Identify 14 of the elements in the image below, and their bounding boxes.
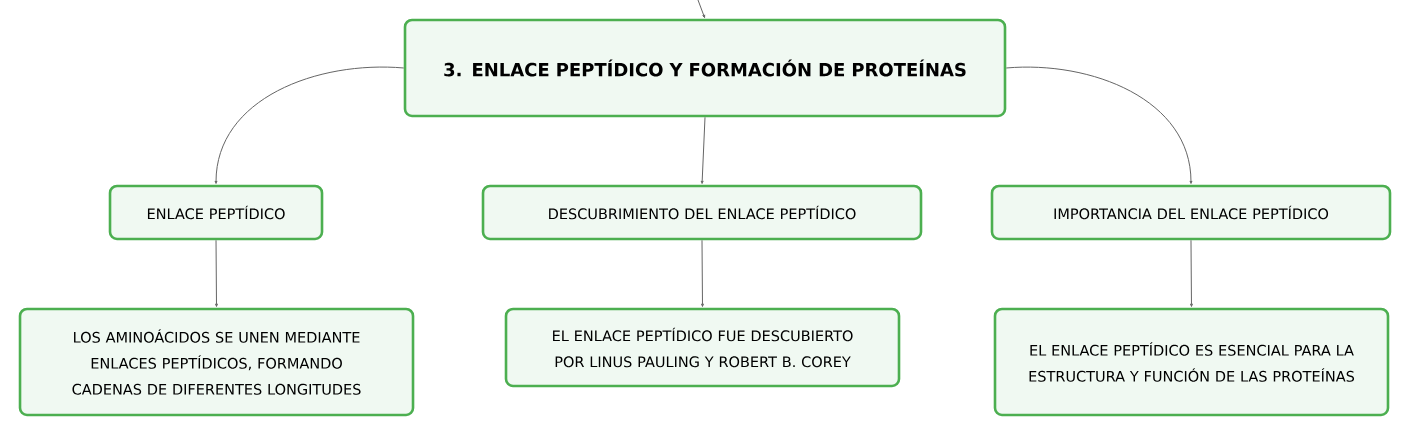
arrow: [700, 116, 706, 184]
arrow: [214, 66, 405, 184]
title-box: 3. ENLACE PEPTÍDICO Y FORMACIÓN DE PROTEÍNAS: [403, 18, 1007, 118]
topic-box: ENLACE PEPTÍDICO: [108, 184, 324, 241]
arrow: [697, 0, 706, 19]
arrow: [215, 239, 218, 307]
arrow: [701, 239, 704, 307]
arrow: [1190, 239, 1193, 307]
detail-box: EL ENLACE PEPTÍDICO ES ESENCIAL PARA LA ESTRUCTURA Y FUNCIÓN DE LAS PROTEÍNAS: [993, 307, 1390, 417]
topic-box: IMPORTANCIA DEL ENLACE PEPTÍDICO: [990, 184, 1392, 241]
detail-box: EL ENLACE PEPTÍDICO FUE DESCUBIERTO POR LINUS PAULING Y ROBERT B. COREY: [504, 307, 901, 388]
arrow: [1005, 66, 1193, 184]
detail-box: LOS AMINOÁCIDOS SE UNEN MEDIANTE ENLACES PEPTÍDICOS, FORMANDO CADENAS DE DIFERENTES LONGITUDES: [18, 307, 415, 417]
topic-box: DESCUBRIMIENTO DEL ENLACE PEPTÍDICO: [481, 184, 923, 241]
